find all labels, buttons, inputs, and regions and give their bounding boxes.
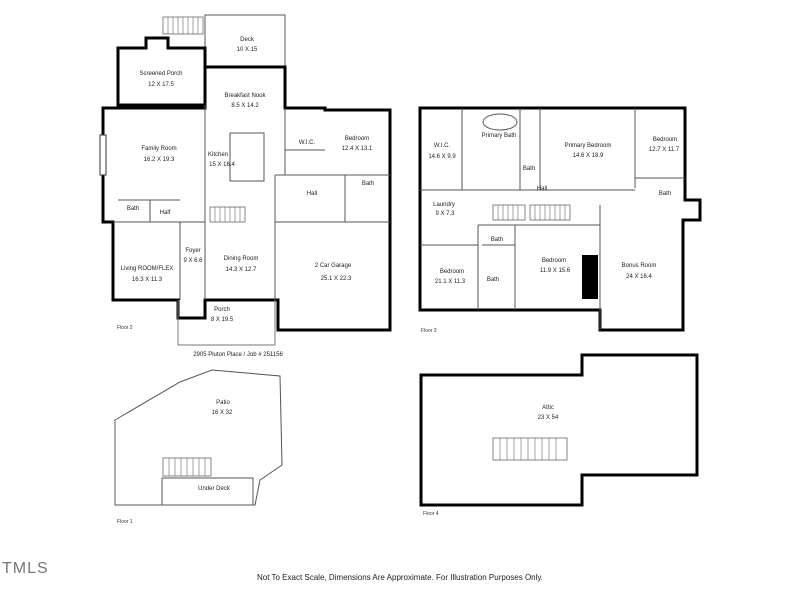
bathtub — [482, 113, 518, 131]
kitchen-name: Kitchen — [208, 152, 228, 158]
under-deck-name: Under Deck — [198, 486, 231, 492]
floor-3-plan: W.I.C. 14.6 X 9.9 Primary Bath Primary B… — [418, 106, 702, 334]
bedroom-name: Bedroom — [345, 136, 369, 142]
floor-2-stairs — [209, 206, 246, 223]
bedroom-ne-dims: 12.7 X 11.7 — [649, 147, 680, 153]
breakfast-nook-dims: 8.5 X 14.2 — [231, 103, 259, 109]
mls-watermark: TMLS — [2, 560, 49, 577]
front-porch-outline — [177, 300, 276, 346]
garage-dims: 25.1 X 22.3 — [321, 276, 352, 282]
dining-dims: 14.3 X 12.7 — [226, 267, 257, 273]
bath-left-name: Bath — [127, 206, 139, 212]
laundry-name: Laundry — [433, 202, 455, 208]
f3-hall-name: Hall — [537, 186, 547, 192]
hall-name: Hall — [307, 191, 317, 197]
floor-3-exterior-walls — [418, 106, 702, 332]
dining-name: Dining Room — [224, 256, 259, 262]
deck-stairs — [162, 16, 204, 35]
bath-mid-name: Bath — [491, 237, 503, 243]
breakfast-nook-name: Breakfast Nook — [224, 93, 266, 99]
bedroom-ne-name: Bedroom — [653, 137, 677, 143]
bath-right-name: Bath — [362, 181, 374, 187]
under-deck-outline — [161, 477, 254, 506]
f3-wic-dims: 14.6 X 9.9 — [428, 154, 456, 160]
primary-bath-name: Primary Bath — [482, 133, 517, 139]
floor-2-label: Floor 2 — [117, 325, 133, 331]
deck-dims: 10 X 15 — [237, 47, 258, 53]
bonus-dims: 24 X 16.4 — [626, 274, 652, 280]
floor-1-plan: Patio 16 X 32 Under Deck Floor 1 — [114, 369, 283, 525]
bath-ne-name: Bath — [659, 191, 671, 197]
floor-3-stairs — [492, 204, 571, 221]
f3-wic-name: W.I.C. — [434, 143, 451, 149]
screened-porch-walls — [116, 36, 207, 107]
floor-3-label: Floor 3 — [421, 328, 437, 334]
garage-name: 2 Car Garage — [315, 263, 352, 269]
kitchen-island — [229, 132, 265, 182]
porch-dims: 8 X 19.5 — [211, 317, 234, 323]
living-name: Living ROOM/FLEX — [121, 266, 174, 272]
attic-dims: 23 X 54 — [538, 415, 559, 421]
attic-stairs — [492, 437, 568, 461]
family-room-dims: 16.2 X 19.3 — [144, 157, 175, 163]
bonus-name: Bonus Room — [622, 263, 657, 269]
fireplace — [99, 134, 107, 176]
floor-2-exterior-walls — [101, 65, 392, 332]
screened-porch-name: Screened Porch — [139, 71, 182, 77]
floor-1-label: Floor 1 — [117, 519, 133, 525]
porch-name: Porch — [214, 307, 230, 313]
bedroom-dims: 12.4 X 13.1 — [342, 146, 373, 152]
bedroom-mid-dims: 11.9 X 15.6 — [540, 268, 571, 274]
floor-4-label: Floor 4 — [423, 511, 439, 517]
family-room-name: Family Room — [141, 146, 176, 152]
deck-name: Deck — [240, 37, 255, 43]
primary-bedroom-dims: 14.6 X 18.9 — [573, 153, 604, 159]
foyer-dims: 9 X 6.6 — [183, 258, 203, 264]
laundry-dims: 9 X 7.3 — [435, 211, 455, 217]
floor-4-plan: Attic 23 X 54 Floor 4 — [419, 353, 699, 517]
half-name: Half — [160, 210, 171, 216]
primary-bedroom-name: Primary Bedroom — [565, 143, 612, 149]
patio-dims: 16 X 32 — [212, 410, 233, 416]
floor-1-stairs — [162, 457, 212, 477]
attic-name: Attic — [542, 405, 554, 411]
screened-porch-dims: 12 X 17.5 — [148, 82, 174, 88]
floor-2-plan: Deck 10 X 15 Screened Porch 12 X 17.5 Br… — [99, 14, 392, 346]
chimney-block — [582, 255, 598, 299]
living-dims: 16.3 X 11.3 — [132, 277, 163, 283]
kitchen-dims: 15 X 16.4 — [209, 162, 235, 168]
wic-name: W.I.C. — [299, 140, 316, 146]
attic-walls — [419, 353, 699, 507]
patio-name: Patio — [216, 400, 230, 406]
patio-outline — [114, 369, 283, 506]
bath-primary-name: Bath — [523, 166, 535, 172]
foyer-name: Foyer — [185, 248, 200, 254]
job-label: 2905 Pluton Place / Job # 251156 — [193, 352, 283, 358]
bedroom-sw-dims: 21.1 X 11.3 — [435, 279, 466, 285]
bedroom-mid-name: Bedroom — [542, 258, 566, 264]
bath-sw-name: Bath — [487, 277, 499, 283]
bedroom-sw-name: Bedroom — [440, 269, 464, 275]
disclaimer: Not To Exact Scale, Dimensions Are Appro… — [256, 573, 544, 582]
